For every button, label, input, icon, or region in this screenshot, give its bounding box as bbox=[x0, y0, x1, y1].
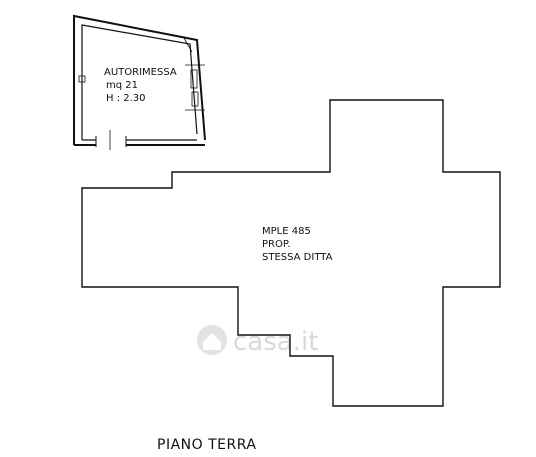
main-unit-line3: STESSA DITTA bbox=[262, 252, 333, 263]
main-unit-line2: PROP. bbox=[262, 239, 291, 250]
garage-area: mq 21 bbox=[106, 80, 138, 91]
garage-height: H : 2.30 bbox=[106, 93, 146, 104]
main-unit-outline bbox=[81, 99, 501, 407]
garage-name: AUTORIMESSA bbox=[104, 67, 177, 78]
floor-title: PIANO TERRA bbox=[157, 437, 256, 453]
garage-walls bbox=[73, 14, 206, 150]
house-logo-icon bbox=[197, 325, 227, 355]
watermark: casa.it bbox=[197, 325, 318, 357]
main-unit-line1: MPLE 485 bbox=[262, 226, 311, 237]
watermark-text: casa.it bbox=[233, 327, 318, 357]
